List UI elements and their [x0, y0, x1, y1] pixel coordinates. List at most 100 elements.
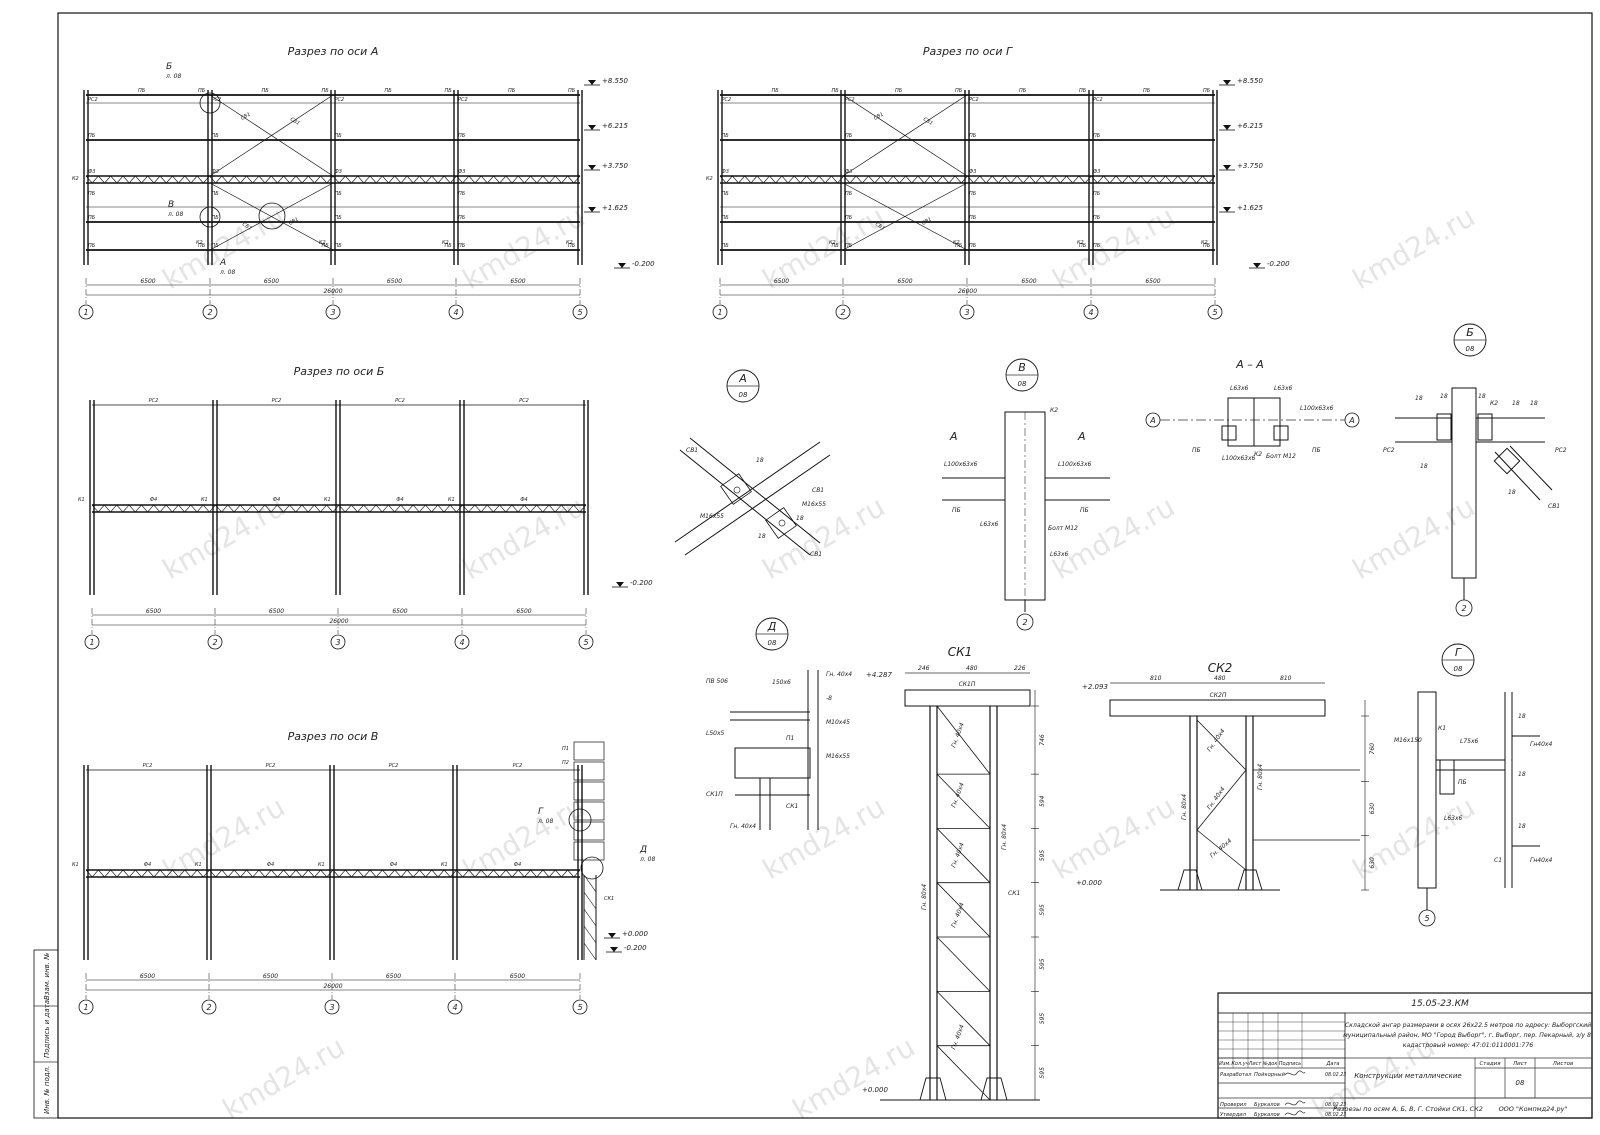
member-label: ПБ [335, 215, 343, 221]
truss-web [948, 175, 956, 184]
truss-web [178, 175, 186, 184]
member-label: Ф3 [212, 169, 220, 175]
sk-web [583, 891, 597, 910]
node-label: -8 [826, 695, 832, 702]
member-label: РС2 [266, 763, 276, 769]
roof-panel [573, 841, 605, 861]
node-tag-letter: А [738, 372, 747, 385]
member-label: ПБ [568, 88, 576, 94]
node-label: К1 [1438, 725, 1446, 732]
member-label: ПБ [955, 243, 963, 249]
node-label: L50х5 [706, 730, 725, 737]
node-label: М16х150 [1394, 737, 1422, 744]
truss-web [258, 869, 266, 878]
member-label: РС2 [513, 763, 523, 769]
truss-web [314, 869, 321, 878]
truss-web [277, 504, 284, 513]
axis-number: 3 [330, 308, 335, 317]
callout-letter: В [168, 200, 174, 210]
truss-web [375, 504, 383, 513]
truss-web [843, 175, 851, 184]
member-label: К2 [829, 240, 836, 246]
member-label: Ф4 [267, 862, 275, 868]
truss-web [874, 175, 882, 184]
node-label: L63х6 [1050, 551, 1069, 558]
truss-web [116, 504, 124, 513]
member-label: ПБ [568, 243, 576, 249]
truss-web [462, 175, 470, 184]
side-strip [33, 949, 59, 1119]
truss-web [332, 175, 340, 184]
member-label: РС2 [845, 97, 855, 103]
truss-web [419, 869, 426, 878]
node-label: ПБ [1458, 779, 1467, 786]
node-label: 18 [1508, 489, 1516, 496]
sk1-diagonal [936, 936, 991, 992]
truss-web [369, 504, 377, 513]
truss-web [961, 175, 968, 184]
truss-web [363, 504, 371, 513]
node-label: М16х55 [802, 501, 826, 508]
node-label: 18 [1518, 713, 1526, 720]
member-label: ПБ [458, 243, 466, 249]
truss-web [289, 869, 297, 878]
truss-web [548, 175, 556, 184]
truss-web [314, 504, 321, 513]
member-label: ПБ [458, 191, 466, 197]
span-dim: 6500 [263, 973, 278, 980]
member-label: РС2 [143, 763, 153, 769]
node-label: 18 [1478, 393, 1486, 400]
level-value: +3.750 [602, 162, 628, 170]
truss-web [203, 869, 210, 878]
node-label: Гн. 40х4 [730, 823, 756, 830]
axis-bubble [84, 634, 100, 650]
level-value: +1.625 [602, 204, 628, 212]
truss-web [345, 175, 352, 184]
member-label: Ф4 [520, 497, 528, 503]
truss-web [289, 175, 297, 184]
axis-bubble [202, 304, 218, 320]
truss-web [555, 869, 562, 878]
member-label: Ф3 [458, 169, 466, 175]
truss-web [233, 504, 241, 513]
sk1-diagonal [936, 705, 991, 775]
truss-web [499, 504, 506, 513]
truss-web [1022, 175, 1030, 184]
member-label: К2 [1077, 240, 1084, 246]
member-label: РС2 [272, 398, 282, 404]
span-dim: 6500 [386, 973, 401, 980]
truss-web [172, 175, 179, 184]
truss-web [1134, 175, 1141, 184]
truss-web [128, 504, 136, 513]
truss-web [524, 504, 531, 513]
level-mark: +0.000 [862, 1086, 888, 1094]
level-mark: +2.093 [1082, 683, 1108, 691]
truss-web [97, 504, 105, 513]
truss-web [203, 175, 210, 184]
truss-web [437, 869, 445, 878]
truss-web [184, 869, 192, 878]
truss-web [388, 869, 395, 878]
height-dim: 746 [1039, 734, 1046, 746]
member-label: ПБ [895, 88, 903, 94]
watermark-text: kmd24.ru [217, 1030, 350, 1126]
truss-web [719, 175, 727, 184]
truss-web [493, 175, 500, 184]
truss-web [1121, 175, 1129, 184]
member-label: Ф3 [969, 169, 977, 175]
node-label: ПБ [1312, 447, 1321, 454]
truss-web [480, 869, 488, 878]
truss-web [732, 175, 739, 184]
member-label: Гн. 40х4 [950, 782, 966, 809]
node-label: Гн40х4 [1530, 741, 1552, 748]
member-label: Ф3 [88, 169, 96, 175]
height-dim: 760 [1369, 743, 1376, 755]
sk1-diagonal [936, 828, 991, 883]
member-label: Ф3 [1093, 169, 1101, 175]
level-value: +3.750 [1237, 162, 1263, 170]
truss-web [738, 175, 745, 184]
truss-web [812, 175, 820, 184]
node-label: 18 [1440, 393, 1448, 400]
